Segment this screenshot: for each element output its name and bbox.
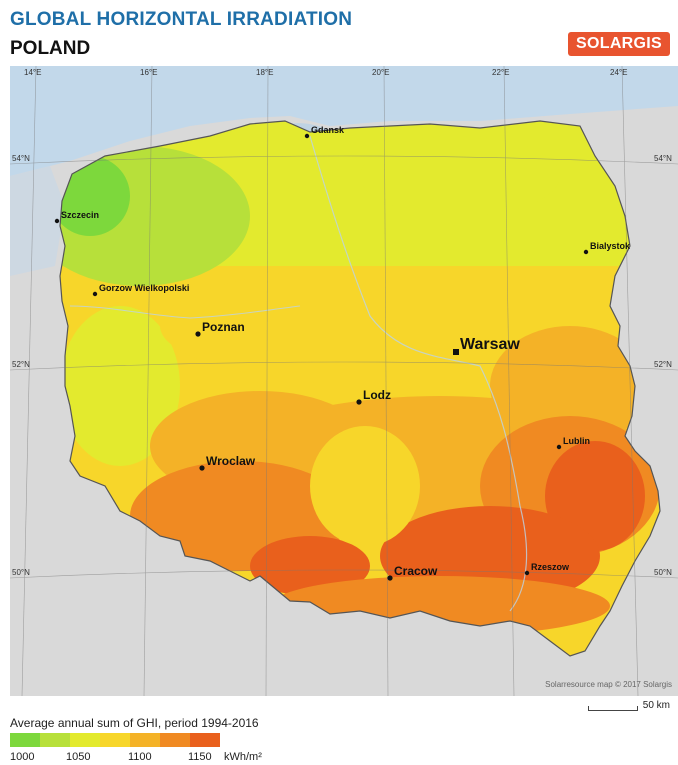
legend-swatch-6 — [190, 733, 220, 747]
legend-swatch-1 — [40, 733, 70, 747]
city-gdansk: Gdansk — [304, 125, 345, 139]
city-gorzow-wielkopolski: Gorzow Wielkopolski — [92, 283, 189, 297]
legend-tick-1050: 1050 — [66, 751, 91, 763]
longitude-label: 16°E — [140, 68, 157, 77]
legend-color-bar — [10, 733, 220, 747]
city-label: Rzeszow — [531, 562, 570, 572]
legend-tick-1000: 1000 — [10, 751, 35, 763]
latitude-label: 54°N — [654, 154, 672, 163]
poland-border — [59, 120, 661, 657]
city-marker — [356, 399, 362, 405]
city-marker — [304, 133, 310, 139]
legend-tick-1100: 1100 — [128, 751, 152, 763]
longitude-label: 18°E — [256, 68, 273, 77]
city-lodz: Lodz — [356, 388, 391, 405]
latitude-label: 50°N — [12, 568, 30, 577]
city-marker — [54, 218, 60, 224]
city-warsaw: Warsaw — [453, 336, 520, 355]
city-label: Bialystok — [590, 241, 631, 251]
latitude-label: 52°N — [654, 360, 672, 369]
scale-bar — [588, 706, 638, 711]
parallel-line — [10, 569, 678, 579]
city-label: Wroclaw — [206, 454, 256, 468]
city-label: Gdansk — [311, 125, 345, 135]
city-bialystok: Bialystok — [583, 241, 631, 255]
city-label: Cracow — [394, 564, 438, 578]
parallel-line — [10, 155, 678, 165]
legend-swatch-3 — [100, 733, 130, 747]
legend-ticks: 1000 1050 1100 1150 kWh/m² — [10, 751, 320, 765]
city-wroclaw: Wroclaw — [199, 454, 256, 471]
warta-river — [69, 305, 301, 319]
baltic-sea — [10, 66, 678, 176]
city-marker — [195, 331, 201, 337]
lagoon-water — [10, 166, 65, 276]
map-title: GLOBAL HORIZONTAL IRRADIATION — [10, 9, 353, 30]
legend-swatch-2 — [70, 733, 100, 747]
city-label: Szczecin — [61, 210, 99, 220]
city-label: Gorzow Wielkopolski — [99, 283, 189, 293]
city-szczecin: Szczecin — [54, 210, 99, 224]
city-cracow: Cracow — [387, 564, 438, 581]
poland-irradiation-field — [60, 121, 660, 656]
longitude-label: 14°E — [24, 68, 41, 77]
longitude-labels: 14°E 16°E 18°E 20°E 22°E 24°E — [24, 68, 627, 77]
map-subtitle: POLAND — [10, 38, 91, 59]
city-poznan: Poznan — [195, 320, 245, 337]
city-label: Warsaw — [460, 336, 520, 353]
legend-unit: kWh/m² — [224, 751, 262, 763]
city-lublin: Lublin — [556, 436, 590, 450]
city-label: Lublin — [563, 436, 590, 446]
longitude-label: 22°E — [492, 68, 509, 77]
longitude-label: 24°E — [610, 68, 627, 77]
city-marker — [199, 465, 205, 471]
latitude-labels: 54°N 54°N 52°N 52°N 50°N 50°N — [12, 154, 672, 577]
city-marker — [387, 575, 393, 581]
latitude-label: 52°N — [12, 360, 30, 369]
irradiation-map[interactable]: 14°E 16°E 18°E 20°E 22°E 24°E 54°N 54°N 52°N 52°… — [10, 66, 678, 696]
city-label: Lodz — [363, 388, 391, 402]
latitude-label: 54°N — [12, 154, 30, 163]
legend-swatch-5 — [160, 733, 190, 747]
city-marker — [524, 570, 530, 576]
longitude-label: 20°E — [372, 68, 389, 77]
city-marker — [583, 249, 589, 255]
city-label: Poznan — [202, 320, 245, 334]
city-rzeszow: Rzeszow — [524, 562, 570, 576]
scale-label: 50 km — [642, 700, 670, 711]
map-canvas: 14°E 16°E 18°E 20°E 22°E 24°E 54°N 54°N 52°N 52°… — [10, 66, 678, 696]
vistula-river — [309, 135, 528, 612]
legend-tick-1150: 1150 — [188, 751, 212, 763]
latitude-label: 50°N — [654, 568, 672, 577]
parallel-line — [10, 361, 678, 371]
city-marker — [92, 291, 98, 297]
solargis-logo: SOLARGIS — [568, 32, 670, 56]
map-credit: Solarresource map © 2017 Solargis — [545, 680, 672, 689]
legend-swatch-0 — [10, 733, 40, 747]
legend-title: Average annual sum of GHI, period 1994-2… — [10, 716, 259, 730]
city-marker — [453, 349, 459, 355]
legend-swatch-4 — [130, 733, 160, 747]
city-marker — [556, 444, 562, 450]
